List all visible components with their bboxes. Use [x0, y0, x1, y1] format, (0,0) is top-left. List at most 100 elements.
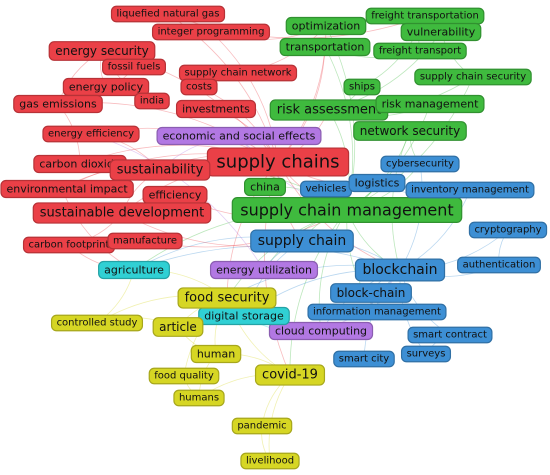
keyword-node-optimization[interactable]: optimization	[285, 16, 367, 36]
keyword-node-energy-efficiency[interactable]: energy efficiency	[42, 125, 140, 143]
keyword-node-smart-city[interactable]: smart city	[333, 350, 395, 368]
keyword-node-inventory-management[interactable]: inventory management	[405, 181, 535, 199]
keyword-node-energy-security[interactable]: energy security	[48, 41, 156, 61]
keyword-pill	[333, 350, 395, 368]
keyword-node-food-security[interactable]: food security	[177, 287, 277, 309]
keyword-node-controlled-study[interactable]: controlled study	[50, 314, 144, 332]
keyword-pill	[348, 173, 406, 193]
keyword-node-article[interactable]: article	[152, 317, 204, 337]
keyword-node-energy-utilization[interactable]: energy utilization	[209, 260, 319, 280]
keyword-label: environmental impact	[7, 183, 129, 196]
keyword-pill	[244, 177, 286, 197]
keyword-node-digital-storage[interactable]: digital storage	[198, 306, 290, 326]
keyword-pill	[175, 99, 257, 119]
keyword-node-risk-management[interactable]: risk management	[375, 94, 485, 114]
keyword-node-risk-assessment[interactable]: risk assessment	[269, 99, 389, 121]
keyword-node-costs[interactable]: costs	[180, 78, 218, 96]
keyword-node-freight-transportation[interactable]: freight transportation	[365, 7, 485, 25]
link-supply-chain-management-covid-19	[289, 209, 348, 376]
keyword-node-economic-and-social-effects[interactable]: economic and social effects	[156, 126, 322, 146]
keyword-node-cryptography[interactable]: cryptography	[468, 221, 548, 239]
keyword-label: blockchain	[362, 262, 437, 278]
keyword-node-energy-policy[interactable]: energy policy	[62, 77, 150, 97]
keyword-node-investments[interactable]: investments	[175, 99, 257, 119]
keyword-node-logistics[interactable]: logistics	[348, 173, 406, 193]
keyword-label: smart city	[339, 354, 389, 365]
keyword-label: gas emissions	[19, 98, 97, 111]
keyword-pill	[457, 256, 541, 274]
link-supply-chain-management-food-security	[226, 209, 348, 299]
keyword-pill	[414, 68, 532, 86]
keyword-node-supply-chain-security[interactable]: supply chain security	[414, 68, 532, 86]
keyword-pill	[178, 64, 298, 82]
keyword-node-cloud-computing[interactable]: cloud computing	[268, 321, 374, 341]
keyword-node-information-management[interactable]: information management	[307, 303, 447, 321]
keyword-node-humans[interactable]: humans	[173, 389, 225, 407]
keyword-label: logistics	[355, 177, 400, 190]
keyword-node-sustainable-development[interactable]: sustainable development	[32, 202, 212, 224]
keyword-pill	[231, 417, 293, 435]
keyword-pill	[231, 197, 463, 224]
keyword-node-cybersecurity[interactable]: cybersecurity	[380, 155, 460, 173]
keyword-node-supply-chain-management[interactable]: supply chain management	[231, 197, 463, 224]
keyword-node-china[interactable]: china	[244, 177, 286, 197]
keyword-pill	[32, 202, 212, 224]
keyword-node-block-chain[interactable]: block-chain	[330, 283, 412, 303]
keyword-node-sustainability[interactable]: sustainability	[109, 159, 211, 181]
keyword-node-environmental-impact[interactable]: environmental impact	[0, 179, 134, 199]
keyword-label: supply chain management	[240, 201, 453, 220]
keyword-label: article	[159, 320, 197, 334]
keyword-pill	[13, 94, 103, 114]
keyword-pill	[254, 364, 326, 386]
keyword-node-vehicles[interactable]: vehicles	[299, 180, 353, 198]
keyword-node-blockchain[interactable]: blockchain	[354, 258, 446, 282]
keyword-label: digital storage	[204, 310, 284, 323]
keyword-node-integer-programming[interactable]: integer programming	[151, 23, 271, 41]
keyword-node-ships[interactable]: ships	[343, 78, 381, 96]
keyword-node-authentication[interactable]: authentication	[457, 256, 541, 274]
keyword-label: vehicles	[306, 184, 347, 195]
keyword-node-supply-chain[interactable]: supply chain	[250, 229, 354, 253]
keyword-node-supply-chain-network[interactable]: supply chain network	[178, 64, 298, 82]
keyword-node-transportation[interactable]: transportation	[279, 37, 371, 57]
keyword-node-human[interactable]: human	[190, 344, 242, 364]
keyword-pill	[110, 5, 226, 23]
keyword-label: energy utilization	[216, 264, 312, 277]
keyword-node-smart-contract[interactable]: smart contract	[407, 326, 493, 344]
keyword-node-agriculture[interactable]: agriculture	[98, 260, 170, 280]
keyword-pill	[48, 41, 156, 61]
keyword-label: freight transport	[379, 46, 461, 57]
keyword-node-efficiency[interactable]: efficiency	[142, 185, 208, 205]
keyword-node-freight-transport[interactable]: freight transport	[373, 42, 467, 60]
keyword-node-pandemic[interactable]: pandemic	[231, 417, 293, 435]
keyword-node-carbon-footprint[interactable]: carbon footprint	[22, 236, 116, 254]
keyword-pill	[407, 326, 493, 344]
keyword-node-surveys[interactable]: surveys	[400, 345, 452, 363]
keyword-node-liquefied-natural-gas[interactable]: liquefied natural gas	[110, 5, 226, 23]
keyword-node-gas-emissions[interactable]: gas emissions	[13, 94, 103, 114]
keyword-pill	[209, 260, 319, 280]
keyword-node-covid-19[interactable]: covid-19	[254, 364, 326, 386]
keyword-label: network security	[360, 124, 460, 138]
keyword-pill	[152, 317, 204, 337]
keyword-node-manufacture[interactable]: manufacture	[107, 232, 183, 250]
keyword-node-fossil-fuels[interactable]: fossil fuels	[102, 58, 166, 76]
keyword-node-livelihood[interactable]: livelihood	[240, 452, 300, 470]
keyword-node-food-quality[interactable]: food quality	[148, 367, 220, 385]
keyword-pill	[190, 344, 242, 364]
keyword-label: supply chain network	[185, 68, 292, 79]
keyword-label: controlled study	[57, 318, 138, 329]
keyword-pill	[102, 58, 166, 76]
keyword-label: economic and social effects	[163, 130, 316, 143]
keyword-label: risk management	[382, 98, 480, 111]
keyword-node-supply-chains[interactable]: supply chains	[206, 147, 350, 177]
keyword-pill	[109, 159, 211, 181]
keyword-node-vulnerability[interactable]: vulnerability	[400, 22, 482, 42]
keyword-node-india[interactable]: india	[134, 92, 170, 110]
keyword-label: cryptography	[474, 225, 541, 236]
keyword-pill	[151, 23, 271, 41]
keyword-node-carbon-dioxide[interactable]: carbon dioxide	[33, 154, 127, 174]
keyword-node-network-security[interactable]: network security	[353, 121, 467, 141]
keyword-pill	[380, 155, 460, 173]
